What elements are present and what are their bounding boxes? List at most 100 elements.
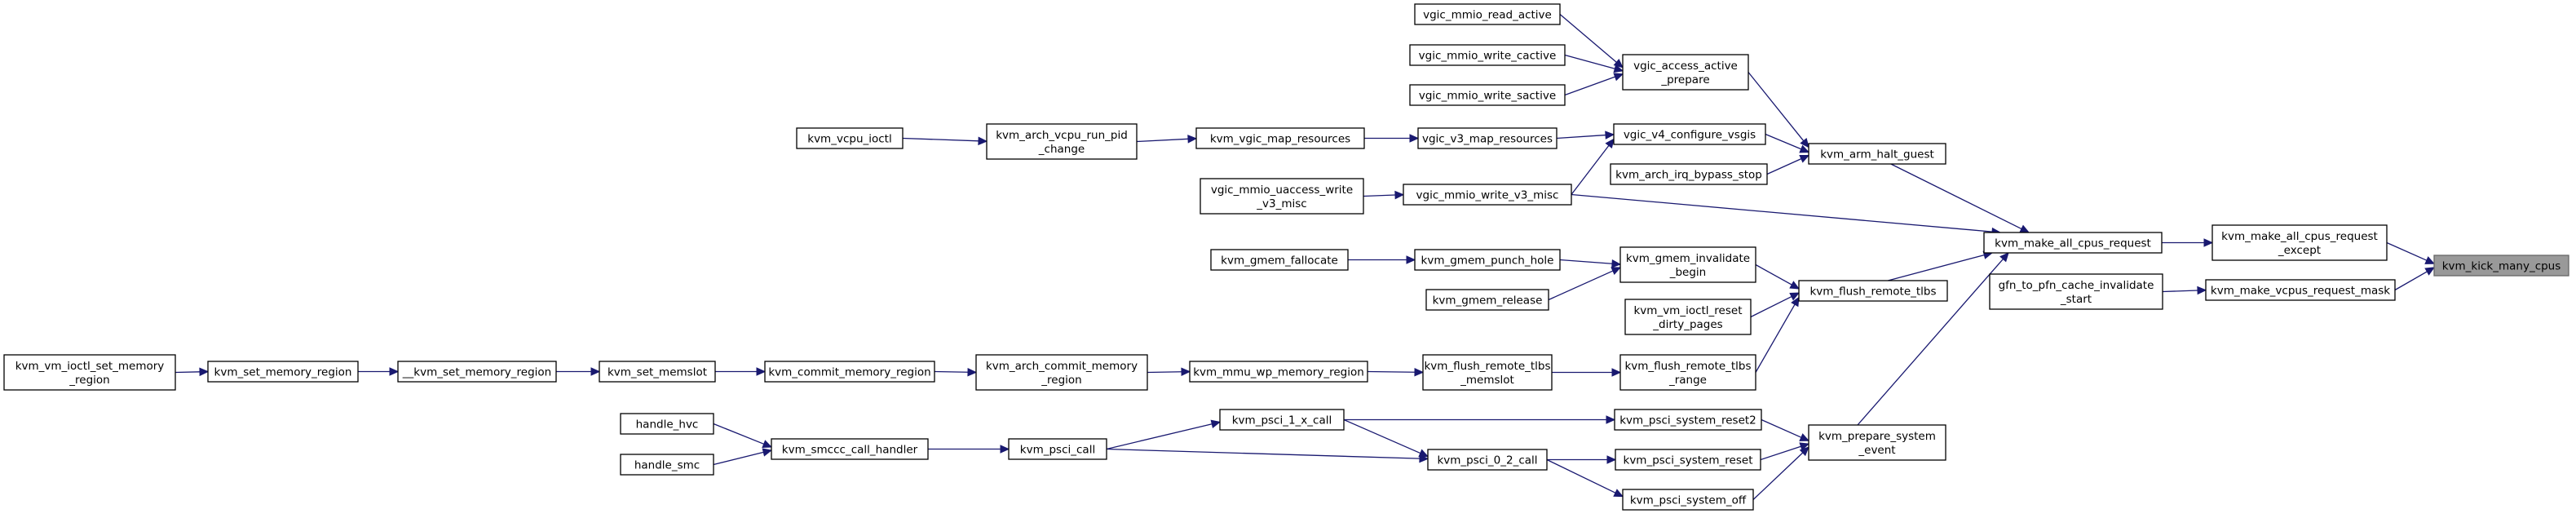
node-vgic-mmio-write-cactive[interactable]: vgic_mmio_write_cactive [1409, 44, 1566, 66]
edge-line [1748, 72, 1805, 142]
node-label: handle_smc [634, 459, 700, 472]
node-kvm-make-all-cpus-request[interactable]: kvm_make_all_cpus_request [1983, 232, 2163, 254]
node-label: kvm_prepare_system [1818, 430, 1936, 443]
node-label: vgic_v4_configure_vsgis [1624, 129, 1756, 142]
node-kvm-kick-many-cpus[interactable]: kvm_kick_many_cpus [2433, 255, 2569, 277]
node-label: _change [1038, 143, 1085, 156]
node-handle-smc[interactable]: handle_smc [620, 454, 714, 476]
arrowhead [1187, 135, 1198, 144]
node-kvm-gmem-fallocate[interactable]: kvm_gmem_fallocate [1210, 249, 1349, 271]
node-label: kvm_make_all_cpus_request [1995, 237, 2151, 250]
node-kvm-arch-irq-bypass-stop[interactable]: kvm_arch_irq_bypass_stop [1610, 163, 1768, 185]
node-kvm-psci-system-off[interactable]: kvm_psci_system_off [1622, 489, 1754, 511]
node-kvm-psci-0-2-call[interactable]: kvm_psci_0_2_call [1427, 449, 1548, 471]
arrowhead [1210, 419, 1222, 428]
edge-kvm-psci-0-2-call-to-kvm-psci-system-off [1546, 458, 1624, 498]
arrowhead [1606, 455, 1617, 464]
node-kvm-gmem-release[interactable]: kvm_gmem_release [1425, 289, 1549, 311]
node-label: kvm_arm_halt_guest [1820, 148, 1934, 162]
node-kvm-flush-remote-tlbs-range[interactable]: kvm_flush_remote_tlbs_range [1619, 354, 1756, 391]
node-kvm-arm-halt-guest[interactable]: kvm_arm_halt_guest [1808, 143, 1946, 165]
node-vgic-mmio-uaccess-write-v3-misc[interactable]: vgic_mmio_uaccess_write_v3_misc [1200, 178, 1364, 215]
node-label: handle_hvc [636, 418, 699, 432]
node-vgic-mmio-write-v3-misc[interactable]: vgic_mmio_write_v3_misc [1403, 184, 1572, 206]
node-box [1414, 249, 1561, 271]
node-kvm-make-vcpus-request-mask[interactable]: kvm_make_vcpus_request_mask [2205, 279, 2396, 301]
node-box [1624, 299, 1752, 335]
node-vgic-v4-configure-vsgis[interactable]: vgic_v4_configure_vsgis [1613, 123, 1766, 145]
node-box [599, 361, 716, 383]
edge-kvm-make-vcpus-request-mask-to-kvm-kick-many-cpus [2394, 267, 2436, 291]
node-box [1808, 143, 1946, 165]
arrowhead [978, 136, 988, 146]
edge-line [1752, 452, 1804, 500]
node-box [986, 123, 1138, 160]
node-vgic-mmio-read-active[interactable]: vgic_mmio_read_active [1414, 3, 1561, 25]
edge-kvm-psci-call-to-kvm-psci-0-2-call [1106, 448, 1429, 463]
node-label: vgic_v3_map_resources [1422, 133, 1553, 146]
edge-line [1363, 194, 1396, 197]
node-box [1619, 354, 1756, 391]
node-label: kvm_psci_system_off [1630, 494, 1747, 507]
node-kvm-set-memory-region[interactable]: __kvm_set_memory_region [397, 361, 557, 383]
arrowhead [2424, 267, 2436, 276]
node-handle-hvc[interactable]: handle_hvc [620, 413, 714, 435]
node-box [1403, 184, 1572, 206]
node-kvm-flush-remote-tlbs[interactable]: kvm_flush_remote_tlbs [1798, 280, 1948, 302]
node-label: kvm_commit_memory_region [768, 366, 930, 379]
node-kvm-gmem-punch-hole[interactable]: kvm_gmem_punch_hole [1414, 249, 1561, 271]
node-kvm-vgic-map-resources[interactable]: kvm_vgic_map_resources [1195, 127, 1365, 149]
node-kvm-vcpu-ioctl[interactable]: kvm_vcpu_ioctl [796, 127, 904, 149]
node-gfn-to-pfn-cache-invalidate-start[interactable]: gfn_to_pfn_cache_invalidate_start [1989, 273, 2163, 310]
node-kvm-flush-remote-tlbs-memslot[interactable]: kvm_flush_remote_tlbs_memslot [1422, 354, 1553, 391]
node-kvm-psci-1-x-call[interactable]: kvm_psci_1_x_call [1219, 409, 1345, 431]
node-box [1989, 273, 2163, 310]
node-label: kvm_mmu_wp_memory_region [1193, 366, 1364, 379]
edge-kvm-gmem-fallocate-to-kvm-gmem-punch-hole [1348, 255, 1416, 264]
node-kvm-set-memslot[interactable]: kvm_set_memslot [599, 361, 716, 383]
node-box [1622, 489, 1754, 511]
node-kvm-vm-ioctl-reset-dirty-pages[interactable]: kvm_vm_ioctl_reset_dirty_pages [1624, 299, 1752, 335]
node-box [1614, 409, 1762, 431]
edge-kvm-psci-1-x-call-to-kvm-psci-0-2-call [1343, 418, 1429, 458]
node-kvm-commit-memory-region[interactable]: kvm_commit_memory_region [764, 361, 935, 383]
edge-line [1755, 303, 1796, 373]
node-kvm-vm-ioctl-set-memory-region[interactable]: kvm_vm_ioctl_set_memory_region [3, 354, 176, 391]
node-kvm-arch-commit-memory-region[interactable]: kvm_arch_commit_memory_region [975, 354, 1148, 391]
node-kvm-mmu-wp-memory-region[interactable]: kvm_mmu_wp_memory_region [1189, 361, 1368, 383]
node-box [1409, 84, 1566, 106]
node-kvm-smccc-call-handler[interactable]: kvm_smccc_call_handler [771, 438, 929, 460]
arrowhead [1799, 442, 1810, 451]
arrowhead [762, 440, 773, 448]
node-box [764, 361, 935, 383]
node-kvm-make-all-cpus-request-except[interactable]: kvm_make_all_cpus_request_except [2211, 224, 2388, 261]
node-kvm-set-memory-region[interactable]: kvm_set_memory_region [207, 361, 359, 383]
node-box [620, 413, 714, 435]
node-kvm-arch-vcpu-run-pid-change[interactable]: kvm_arch_vcpu_run_pid_change [986, 123, 1138, 160]
node-vgic-access-active-prepare[interactable]: vgic_access_active_prepare [1622, 54, 1749, 91]
node-box [1210, 249, 1349, 271]
edge-kvm-arch-vcpu-run-pid-change-to-kvm-vgic-map-resources [1136, 135, 1198, 144]
edge-line [1147, 371, 1182, 374]
edge-kvm-smccc-call-handler-to-kvm-psci-call [928, 445, 1010, 454]
node-vgic-mmio-write-sactive[interactable]: vgic_mmio_write_sactive [1409, 84, 1566, 106]
edge-kvm-prepare-system-event-to-kvm-make-all-cpus-request [1857, 252, 2009, 426]
node-box [2211, 224, 2388, 261]
node-box [1409, 44, 1566, 66]
node-kvm-prepare-system-event[interactable]: kvm_prepare_system_event [1808, 424, 1946, 461]
arrowhead [1409, 134, 1420, 143]
arrowhead [1000, 445, 1010, 454]
node-kvm-psci-system-reset[interactable]: kvm_psci_system_reset [1615, 449, 1761, 471]
node-kvm-gmem-invalidate-begin[interactable]: kvm_gmem_invalidate_begin [1619, 246, 1756, 283]
node-label: kvm_vcpu_ioctl [807, 133, 891, 146]
edge-kvm-gmem-release-to-kvm-gmem-invalidate-begin [1548, 267, 1622, 301]
node-kvm-psci-system-reset2[interactable]: kvm_psci_system_reset2 [1614, 409, 1762, 431]
arrowhead [1789, 292, 1801, 301]
edge-line [1136, 138, 1189, 143]
edge-vgic-mmio-write-cactive-to-vgic-access-active-prepare [1564, 54, 1624, 73]
edge-kvm-gmem-invalidate-begin-to-kvm-flush-remote-tlbs [1755, 263, 1801, 290]
node-box [1219, 409, 1345, 431]
node-kvm-psci-call[interactable]: kvm_psci_call [1008, 438, 1107, 460]
arrowhead [1418, 449, 1429, 458]
node-vgic-v3-map-resources[interactable]: vgic_v3_map_resources [1417, 127, 1558, 149]
